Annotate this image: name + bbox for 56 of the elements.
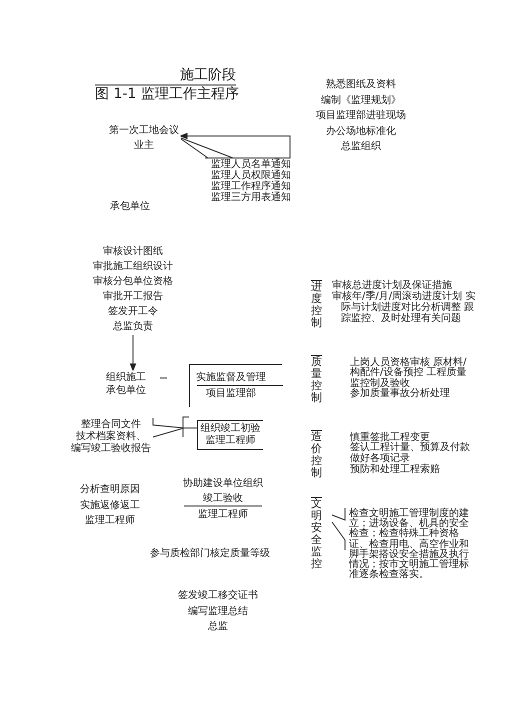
bracket-frame [189, 364, 282, 407]
step-text: 协助建设单位组织竣工验收 [182, 476, 264, 506]
step-text: 审批开工报告 [103, 290, 163, 304]
section-heading: 质量控制 [311, 355, 322, 404]
step-text: 签发竣工移交证书 [178, 588, 258, 603]
step-text: 项目监理部进驻现场 [316, 108, 406, 123]
connector-line [152, 418, 198, 438]
note-text: 审核总进度计划及保证措施 [332, 280, 452, 290]
step-text: 审批施工组织设计 [93, 260, 173, 274]
step-text: 实施返修返工 [80, 498, 140, 512]
note-text: 签认工程计量、预算及付款 [350, 443, 470, 454]
note-text: 慎重签批工程变更 [350, 432, 430, 442]
note-text: 上岗人员资格审核 原材料/构配件/设备预控 工程质量监控制及验收 [350, 358, 468, 388]
arrow [130, 334, 136, 372]
step-text: 审核分包单位资格 [93, 274, 173, 289]
role-text: 监理工程师 [85, 514, 135, 528]
step-text: 参与质检部门核定质量等级 [150, 547, 270, 561]
step-text: 第一次工地会议 [109, 124, 179, 138]
note-text: 检查文明施工管理制度的建立；进场设备、机具的安全检查；检查特殊工种资格证、检查用电、高空作业和脚手架搭设安全措施及执行情况；按市文明施工管理标准逐条检查落实。 [349, 509, 470, 580]
step-text: 办公场地标准化 [326, 124, 396, 138]
section-heading: 进度控制 [311, 280, 322, 330]
note-text: 参加质量事故分析处理 [350, 389, 450, 400]
process-box [197, 420, 263, 450]
step-text: 组织施工 [106, 371, 146, 384]
step-text: 编制《监理规划》 [321, 94, 401, 108]
section-heading: 文明安全监控 [311, 497, 322, 571]
note-text: 监理人员名单通知 [211, 159, 291, 170]
step-text: 签发开工令 [108, 305, 158, 319]
title: 施工阶段 [180, 67, 236, 84]
role-text: 承包单位 [106, 384, 146, 397]
step-text: 实施监督及管理 [196, 371, 266, 385]
role-text: 总监 [208, 620, 228, 634]
note-text: 技术档案资料、 [76, 431, 146, 442]
note-text: 监理工作程序通知 [211, 181, 291, 192]
caption: 图 1-1 监理工作主程序 [95, 86, 239, 103]
step-text: 编写监理总结 [188, 604, 248, 618]
role-text: 项目监理部 [206, 387, 256, 401]
note-text: 监理三方用表通知 [211, 192, 291, 203]
role-text: 承包单位 [110, 200, 150, 214]
step-text: 熟悉图纸及资料 [326, 78, 396, 92]
step-text: 审核设计图纸 [103, 244, 163, 259]
note-text: 编写竣工验收报告 [71, 443, 151, 455]
role-text: 监理工程师 [198, 508, 248, 522]
role-text: 业主 [134, 138, 154, 153]
note-text: 审核年/季/月/周滚动进度计划 实际与计划进度对比分析调整 跟踪监控、及时处理有关问题 [332, 290, 476, 324]
note-text: 预防和处理工程索赔 [350, 464, 440, 476]
role-text: 总监负责 [113, 320, 153, 334]
role-text: 监理工程师 [206, 435, 256, 447]
step-text: 分析查明原因 [80, 482, 140, 497]
note-text: 监理人员权限通知 [211, 170, 291, 181]
note-text: 做好各项记录 [350, 454, 410, 464]
role-text: 总监组织 [341, 140, 381, 154]
note-text: 整理合同文件 [81, 419, 141, 430]
step-text: 组织竣工初验 [200, 423, 260, 435]
section-heading: 造价控制 [311, 430, 322, 480]
arrow [180, 132, 290, 158]
